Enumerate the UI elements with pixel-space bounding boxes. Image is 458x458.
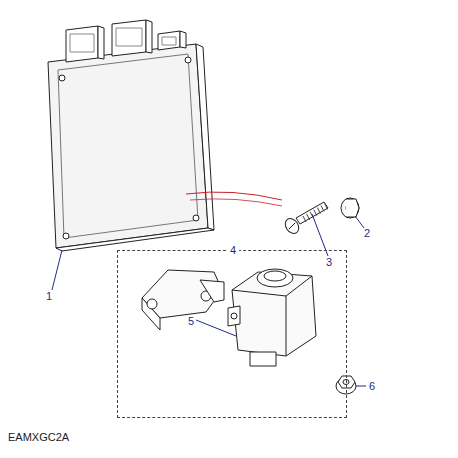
callout-number: 2 (364, 228, 370, 239)
callout-number: 6 (369, 381, 375, 392)
callout-number: 5 (188, 316, 194, 327)
callout-number: 1 (46, 291, 52, 302)
ecu-housing (48, 20, 214, 251)
sensor (228, 269, 316, 366)
drawing-code: EAMXGC2A (8, 432, 69, 443)
leader-lines (52, 214, 366, 386)
kit-boundary: 4 (117, 250, 347, 418)
nut-washer (341, 198, 359, 218)
callout-number: 4 (227, 245, 239, 256)
callout-number: 3 (326, 257, 332, 268)
sensor-bracket (142, 270, 224, 330)
bolt (282, 202, 328, 236)
flange-nut (336, 376, 356, 394)
